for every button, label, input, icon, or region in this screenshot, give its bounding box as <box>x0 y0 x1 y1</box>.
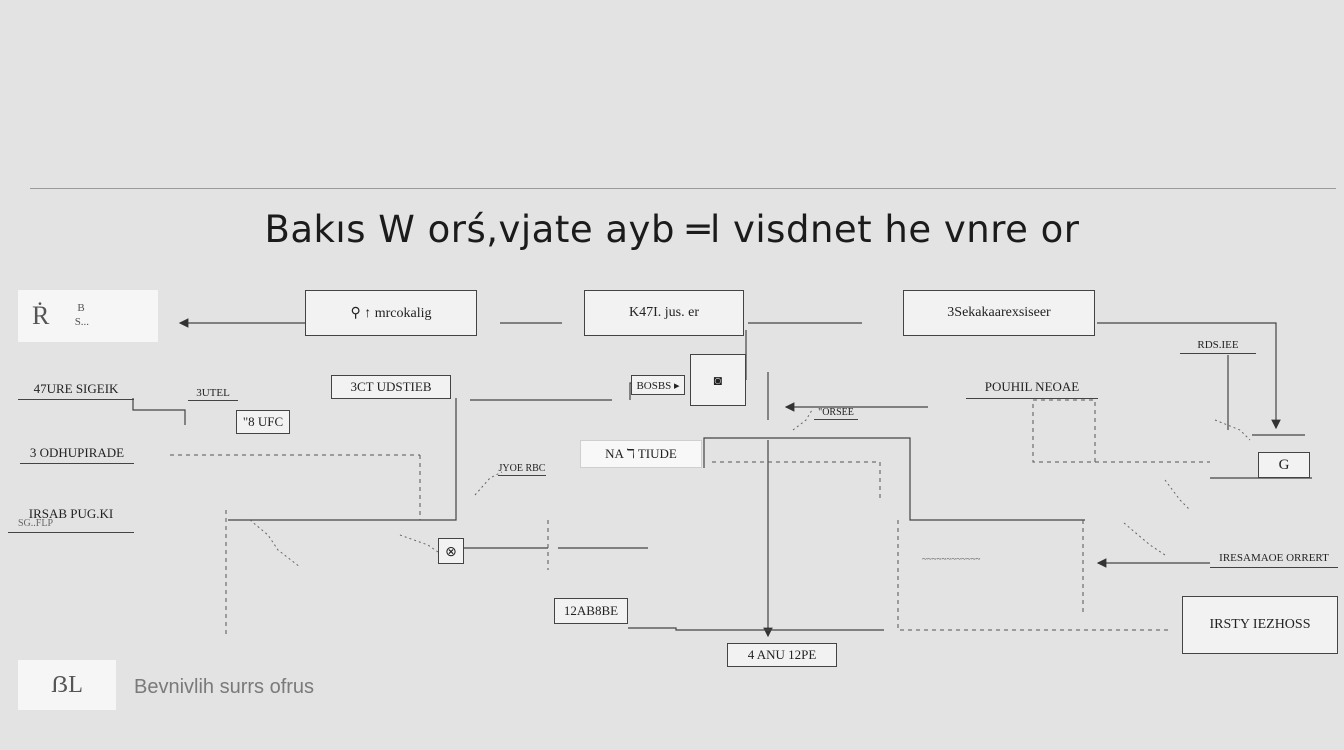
top-logo: Ṙ B S... <box>18 290 158 342</box>
node-m1b[interactable]: BOSBS ▸ <box>631 375 685 395</box>
node-r3[interactable]: IRESAMAOE ORRERT <box>1210 548 1338 568</box>
logo-label-2: S... <box>74 316 90 328</box>
edge-l1-l1c <box>132 398 186 425</box>
edge-bl <box>628 627 884 631</box>
node-l1b[interactable]: 3UTEL <box>188 385 238 401</box>
node-r2[interactable]: POUHIL NEOAE <box>966 375 1098 399</box>
squiggle-5 <box>1164 479 1191 511</box>
node-m2[interactable]: NA ℸ TIUDE <box>580 440 702 468</box>
logo-label-1: B <box>77 302 85 314</box>
squiggle-3 <box>474 471 503 496</box>
legend-label: Bevnivlih surrs ofrus <box>134 676 315 698</box>
header-divider <box>30 188 1336 189</box>
node-mid1[interactable]: "ORSEE <box>814 406 858 420</box>
edge-m1-vertical <box>228 398 457 521</box>
node-l1c[interactable]: "8 UFC <box>236 410 290 434</box>
edge-m2 <box>703 437 1085 521</box>
node-l3[interactable]: IRSAB PUG.KI <box>8 495 134 533</box>
node-r1[interactable]: RDS.IEE <box>1180 336 1256 354</box>
node-bl[interactable]: 12AB8BE <box>554 598 628 624</box>
node-m3[interactable]: ⊗ <box>438 538 464 564</box>
node-center-label: ~~~~~~~~~~~~ <box>922 554 981 564</box>
node-l1[interactable]: 47URE SIGEIK <box>18 378 134 400</box>
node-m1c[interactable]: ◙ <box>690 354 746 406</box>
node-b1[interactable]: 4 ANU 12PE <box>727 643 837 667</box>
dash-box-center <box>897 520 1170 631</box>
node-r4[interactable]: IRSTY IEZHOSS <box>1182 596 1338 654</box>
squiggle-7 <box>1214 419 1251 441</box>
squiggle-2 <box>399 534 439 553</box>
edge-top3-right <box>1097 322 1281 430</box>
squiggle-1 <box>249 519 301 568</box>
logo-icon: Ṙ <box>32 301 50 330</box>
node-top2[interactable]: K47I. jus. er <box>584 290 744 336</box>
node-rg[interactable]: G <box>1258 452 1310 478</box>
node-top3[interactable]: 3Sekakaarexsiseer <box>903 290 1095 336</box>
node-m2b[interactable]: JYOE RBC <box>498 463 546 476</box>
node-m1[interactable]: 3CT UDSTIEB <box>331 375 451 399</box>
node-top1[interactable]: ⚲ ↑ mrcokalig <box>305 290 477 336</box>
squiggle-6 <box>1123 522 1166 556</box>
dash-box-right <box>1032 399 1096 463</box>
node-l3b: SG..FLP <box>18 517 54 529</box>
legend-logo: ẞL <box>18 660 116 710</box>
node-l2[interactable]: 3 ODHUPIRADE <box>20 442 134 464</box>
squiggle-4 <box>792 409 813 431</box>
diagram-title: Bakıs W orś,vjate ayb ═l visdnet he vnre… <box>264 208 1080 251</box>
